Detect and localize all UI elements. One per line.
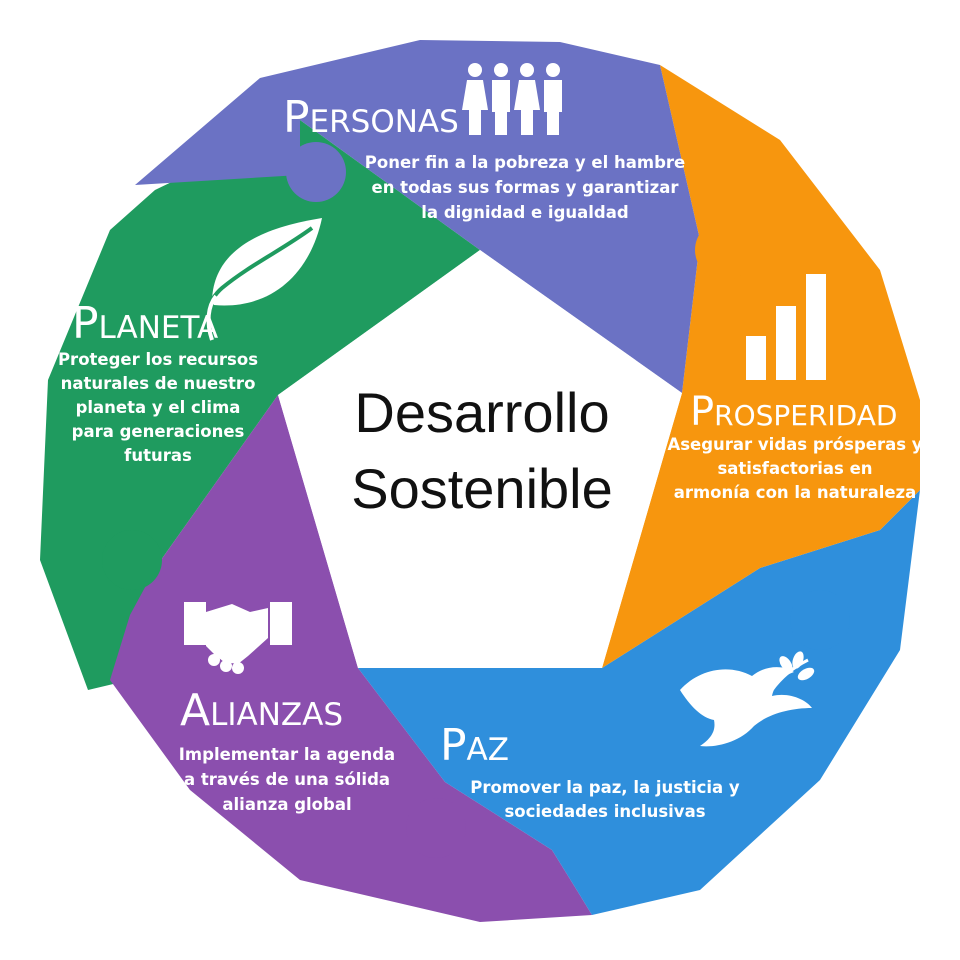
paz-text-line-2: sociedades inclusivas bbox=[504, 802, 705, 821]
personas-text-line-3: la dignidad e igualdad bbox=[421, 203, 628, 222]
planeta-text-line-2: naturales de nuestro bbox=[61, 374, 256, 393]
paz-segment bbox=[358, 490, 920, 915]
alianzas-text-line-2: a través de una sólida bbox=[184, 770, 390, 789]
alianzas-title: Alianzas bbox=[180, 685, 343, 736]
center-pentagon bbox=[278, 250, 682, 668]
alianzas-text-line-1: Implementar la agenda bbox=[179, 745, 395, 764]
center-title-line-2: Sostenible bbox=[351, 457, 613, 520]
personas-puzzle-knob bbox=[286, 142, 346, 202]
personas-title: Personas bbox=[283, 92, 459, 143]
planeta-text-line-5: futuras bbox=[124, 446, 192, 465]
handshake-icon bbox=[184, 602, 292, 674]
bar-chart-icon bbox=[746, 274, 826, 380]
leaf-icon bbox=[205, 218, 322, 341]
planeta-text-line-3: planeta y el clima bbox=[76, 398, 241, 417]
planeta-text-line-1: Proteger los recursos bbox=[58, 350, 258, 369]
prosperidad-text-line-2: satisfactorias en bbox=[717, 459, 872, 478]
planeta-title: Planeta bbox=[72, 298, 218, 349]
paz-puzzle-knob bbox=[790, 590, 850, 650]
alianzas-segment bbox=[110, 395, 592, 922]
planeta-puzzle-knob bbox=[102, 530, 162, 590]
alianzas-puzzle-knob bbox=[406, 798, 466, 858]
prosperidad-puzzle-knob bbox=[695, 220, 755, 280]
people-icon bbox=[462, 63, 562, 135]
center-title-line-1: Desarrollo bbox=[354, 381, 609, 444]
personas-text-line-1: Poner fin a la pobreza y el hambre bbox=[365, 153, 685, 172]
prosperidad-text-line-3: armonía con la naturaleza bbox=[674, 483, 917, 502]
paz-text-line-1: Promover la paz, la justicia y bbox=[470, 778, 740, 797]
personas-text-line-2: en todas sus formas y garantizar bbox=[372, 178, 680, 197]
prosperidad-text-line-1: Asegurar vidas prósperas y bbox=[667, 435, 922, 454]
paz-title: Paz bbox=[440, 720, 509, 771]
prosperidad-title: Prosperidad bbox=[690, 389, 897, 435]
planeta-text-line-4: para generaciones bbox=[72, 422, 245, 441]
dove-icon bbox=[680, 651, 815, 747]
alianzas-text-line-3: alianza global bbox=[222, 795, 351, 814]
